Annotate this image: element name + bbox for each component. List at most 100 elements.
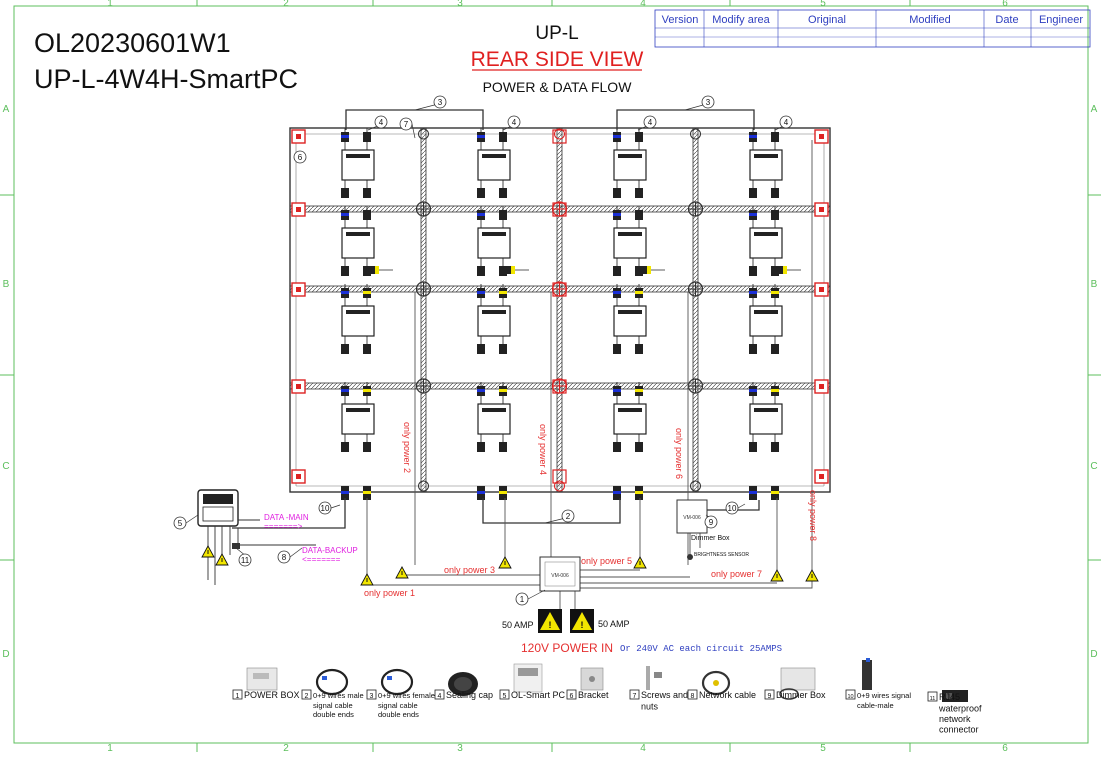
bracket-icon: [814, 282, 829, 297]
legend-number: 9: [768, 693, 772, 700]
output-connector: [477, 486, 507, 500]
output-connector: [613, 486, 643, 500]
power-module: [749, 128, 783, 198]
power-module: [613, 206, 647, 276]
callout-n10: 10: [318, 501, 341, 515]
power-module: [613, 284, 647, 354]
svg-text:9: 9: [709, 518, 714, 527]
legend-number: 11: [930, 696, 936, 702]
bracket-icon: [552, 129, 567, 144]
column-label: 1: [107, 0, 113, 9]
svg-text:!: !: [581, 620, 584, 630]
power-module: [341, 128, 375, 198]
column-label: 3: [457, 743, 463, 752]
svg-text:4: 4: [512, 118, 517, 127]
amp-breaker-left: !: [538, 609, 562, 633]
callout-n8: 8: [277, 547, 303, 564]
callout-n9: 9: [704, 514, 718, 529]
legend-label: signal cable: [378, 701, 418, 710]
legend-thumbnail: [779, 667, 816, 700]
svg-text:8: 8: [282, 553, 287, 562]
revision-header: Version: [662, 14, 699, 26]
legend-thumbnail: [942, 690, 968, 702]
svg-text:6: 6: [298, 153, 303, 162]
edge-junction: [690, 128, 701, 140]
power-module: [477, 382, 511, 452]
svg-text:!: !: [549, 620, 552, 630]
edge-junction: [418, 128, 429, 140]
legend-thumbnail: [862, 658, 872, 690]
legend-number: 1: [236, 693, 240, 700]
legend-label: 0+9 wires female: [378, 691, 435, 700]
legend-label: cable-male: [857, 701, 894, 710]
revision-header: Modified: [909, 14, 951, 26]
sealing-cap: [507, 266, 529, 274]
row-label: C: [2, 461, 9, 472]
legend-label: Dimmer Box: [776, 690, 826, 700]
sealing-cap: [779, 266, 801, 274]
svg-text:2: 2: [566, 512, 571, 521]
svg-text:7: 7: [404, 120, 409, 129]
frame-junctions: [415, 128, 704, 492]
amp-right-label: 50 AMP: [598, 619, 630, 629]
warning-icon: [395, 566, 409, 579]
legend-thumbnail: [380, 668, 414, 696]
svg-text:3: 3: [706, 98, 711, 107]
only-power-4-label: only power 4: [538, 424, 548, 475]
svg-text:1: 1: [520, 595, 525, 604]
column-label: 6: [1002, 743, 1008, 752]
bracket-icon: [814, 129, 829, 144]
callout-n3: 3: [414, 95, 447, 111]
power-module: [613, 382, 647, 452]
column-label: 6: [1002, 0, 1008, 9]
view-subtitle: POWER & DATA FLOW: [483, 79, 633, 95]
column-label: 5: [820, 743, 826, 752]
legend-label: RJ45: [939, 692, 960, 702]
power-in-note: Or 240V AC each circuit 25AMPS: [620, 644, 782, 654]
power-module: [341, 382, 375, 452]
sealing-cap: [643, 266, 665, 274]
edge-junction: [554, 480, 565, 492]
power-module: [477, 284, 511, 354]
data-main-label: DATA -MAIN: [264, 513, 309, 522]
warning-icon: [215, 553, 229, 566]
row-label: B: [3, 279, 10, 290]
column-label: 3: [457, 0, 463, 9]
bracket-icon: [291, 379, 306, 394]
legend-label: Bracket: [578, 690, 609, 700]
power-module: [613, 128, 647, 198]
power-module: [477, 128, 511, 198]
column-label: 4: [640, 0, 646, 9]
bracket-icon: [291, 469, 306, 484]
data-main-arrow: =======>: [264, 523, 303, 532]
warning-icon: [201, 545, 215, 558]
legend-thumbnail: [448, 672, 478, 696]
svg-text:4: 4: [379, 118, 384, 127]
revision-header: Engineer: [1039, 14, 1083, 26]
legend-label: nuts: [641, 702, 659, 712]
dimmer-box: VM-006: [676, 499, 708, 560]
only-power-8-label: only power 8: [808, 490, 818, 541]
warning-icon: [498, 556, 512, 569]
legend-label: Screws and: [641, 690, 688, 700]
row-label: D: [2, 649, 9, 660]
distributor-model: VM-006: [551, 573, 569, 579]
legend-label: 0+9 wires signal: [857, 691, 911, 700]
power-modules: [341, 128, 801, 500]
data-backup-arrow: <=======: [302, 556, 341, 565]
warning-icon: [770, 569, 784, 582]
callout-n10: 10: [725, 501, 746, 515]
edge-junction: [418, 480, 429, 492]
legend-label: Sealing cap: [446, 690, 493, 700]
data-backup-label: DATA-BACKUP: [302, 546, 358, 555]
power-distributor: VM-006: [539, 556, 581, 592]
